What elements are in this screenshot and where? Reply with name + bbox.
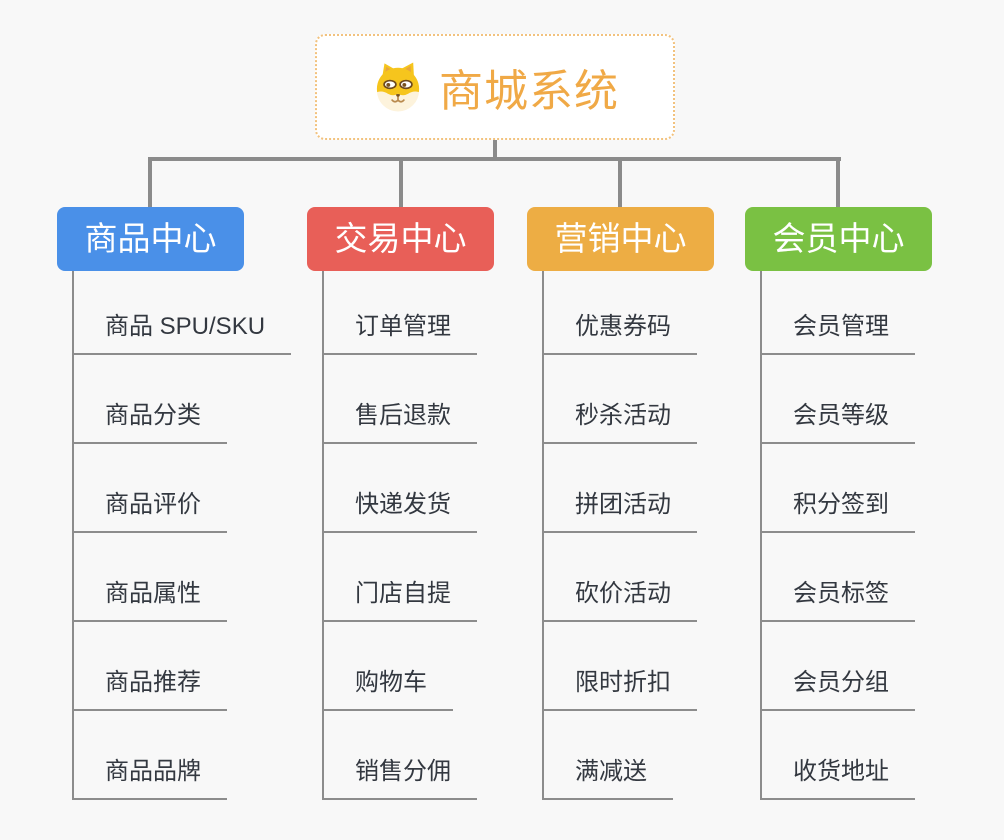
child-topic[interactable]: 优惠券码 (542, 311, 697, 355)
branch-children-product-center: 商品 SPU/SKU 商品分类 商品评价 商品属性 商品推荐 商品品牌 (72, 0, 312, 840)
child-topic[interactable]: 收货地址 (760, 756, 915, 800)
connector-root-stub (493, 140, 497, 157)
branch-node-marketing-center[interactable]: 营销中心 (527, 207, 714, 271)
child-topic[interactable]: 销售分佣 (322, 756, 477, 800)
branch-label: 营销中心 (554, 220, 687, 257)
child-topic[interactable]: 购物车 (322, 667, 453, 711)
connector-trunk (72, 271, 74, 800)
branch-children-member-center: 会员管理 会员等级 积分签到 会员标签 会员分组 收货地址 (760, 0, 1000, 840)
root-title: 商城系统 (439, 67, 619, 116)
branch-node-product-center[interactable]: 商品中心 (57, 207, 244, 271)
child-topic[interactable]: 积分签到 (760, 489, 915, 533)
child-topic[interactable]: 商品品牌 (72, 756, 227, 800)
child-topic[interactable]: 会员等级 (760, 400, 915, 444)
child-topic[interactable]: 订单管理 (322, 311, 477, 355)
branch-label: 会员中心 (772, 220, 905, 257)
child-topic[interactable]: 商品推荐 (72, 667, 227, 711)
branch-children-marketing-center: 优惠券码 秒杀活动 拼团活动 砍价活动 限时折扣 满减送 (542, 0, 782, 840)
connector-drop-product (148, 161, 152, 207)
connector-drop-marketing (618, 161, 622, 207)
child-topic[interactable]: 满减送 (542, 756, 673, 800)
branch-node-member-center[interactable]: 会员中心 (745, 207, 932, 271)
child-topic[interactable]: 商品 SPU/SKU (72, 311, 292, 355)
child-topic[interactable]: 限时折扣 (542, 667, 697, 711)
child-topic[interactable]: 会员管理 (760, 311, 915, 355)
child-topic[interactable]: 门店自提 (322, 578, 477, 622)
connector-trunk (760, 271, 762, 800)
connector-drop-member (836, 161, 840, 207)
child-topic[interactable]: 商品评价 (72, 489, 227, 533)
dog-face-icon (376, 62, 420, 112)
child-topic[interactable]: 会员标签 (760, 578, 915, 622)
child-topic[interactable]: 商品属性 (72, 578, 227, 622)
child-topic[interactable]: 砍价活动 (542, 578, 697, 622)
child-topic[interactable]: 秒杀活动 (542, 400, 697, 444)
branch-label: 商品中心 (84, 220, 217, 257)
child-topic[interactable]: 商品分类 (72, 400, 227, 444)
connector-rail (148, 157, 841, 161)
connector-trunk (542, 271, 544, 800)
child-topic[interactable]: 拼团活动 (542, 489, 697, 533)
connector-drop-trade (399, 161, 403, 207)
child-topic[interactable]: 快递发货 (322, 489, 477, 533)
child-topic[interactable]: 会员分组 (760, 667, 915, 711)
branch-node-trade-center[interactable]: 交易中心 (307, 207, 494, 271)
connector-trunk (322, 271, 324, 800)
branch-label: 交易中心 (334, 220, 467, 257)
child-topic[interactable]: 售后退款 (322, 400, 477, 444)
root-node-mall-system[interactable]: 商城系统 (315, 34, 675, 140)
branch-children-trade-center: 订单管理 售后退款 快递发货 门店自提 购物车 销售分佣 (322, 0, 562, 840)
